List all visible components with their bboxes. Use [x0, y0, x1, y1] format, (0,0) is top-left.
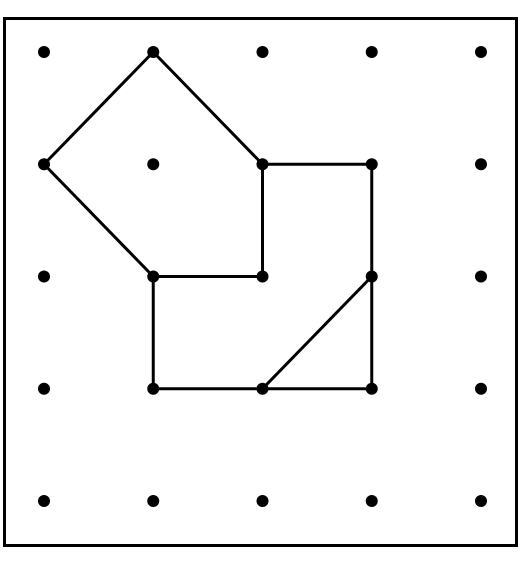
- peg-r3-c2: [256, 382, 269, 395]
- peg-r0-c4: [475, 46, 487, 58]
- peg-r0-c2: [256, 46, 269, 58]
- peg-r3-c3: [365, 382, 378, 395]
- geoboard-frame: [3, 17, 518, 547]
- peg-r3-c4: [475, 382, 487, 395]
- band-segment-0: [151, 50, 264, 166]
- peg-r4-c3: [365, 495, 378, 507]
- figure-edges: [42, 50, 374, 391]
- peg-r1-c0: [38, 158, 50, 171]
- peg-r0-c0: [38, 46, 50, 58]
- band-segment-1: [42, 50, 155, 166]
- peg-r0-c1: [147, 46, 160, 58]
- peg-r3-c1: [147, 382, 160, 395]
- peg-r2-c0: [38, 270, 50, 283]
- peg-r2-c3: [365, 270, 378, 283]
- peg-r2-c4: [475, 270, 487, 283]
- peg-r1-c1: [147, 158, 160, 171]
- band-segment-2: [42, 162, 155, 278]
- peg-r1-c4: [475, 158, 487, 171]
- peg-r0-c3: [365, 46, 378, 58]
- peg-r2-c1: [147, 270, 160, 283]
- peg-r2-c2: [256, 270, 269, 283]
- peg-r3-c0: [38, 382, 50, 395]
- peg-grid: [38, 46, 487, 507]
- peg-r1-c2: [256, 158, 269, 171]
- peg-r4-c2: [256, 495, 269, 507]
- peg-r4-c1: [147, 495, 160, 507]
- peg-r4-c4: [475, 495, 487, 507]
- peg-r1-c3: [365, 158, 378, 171]
- band-segment-9: [261, 275, 374, 391]
- peg-r4-c0: [38, 495, 50, 507]
